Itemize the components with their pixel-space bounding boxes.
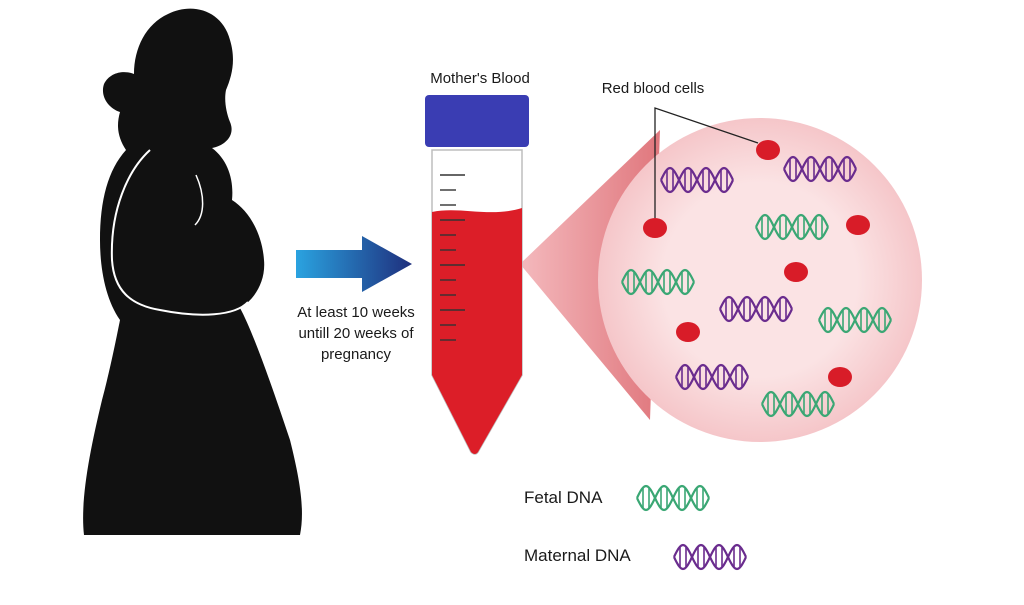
arrow-icon: [296, 236, 412, 292]
pregnant-woman-silhouette: [83, 8, 302, 535]
fetal-dna-icon: [621, 268, 695, 296]
dna-strands: [621, 155, 892, 571]
red-blood-cell: [846, 215, 870, 235]
blood-tube: [425, 95, 529, 455]
tube-label: Mother's Blood: [430, 70, 530, 87]
maternal-dna-icon: [783, 155, 857, 183]
red-blood-cells-label: Red blood cells: [601, 80, 705, 97]
maternal-dna-legend-label: Maternal DNA: [524, 546, 631, 565]
fetal-dna-legend-icon: [636, 484, 710, 512]
magnifier-circle: [598, 118, 922, 442]
timing-line-1: At least 10 weeks: [297, 304, 415, 321]
fetal-dna-legend-label: Fetal DNA: [524, 488, 603, 507]
timing-caption: At least 10 weeks untill 20 weeks of pre…: [276, 302, 436, 365]
red-blood-cell: [676, 322, 700, 342]
red-blood-cell: [756, 140, 780, 160]
maternal-dna-icon: [719, 295, 793, 323]
fetal-dna-icon: [755, 213, 829, 241]
blood-fill: [432, 208, 522, 454]
fetal-dna-icon: [761, 390, 835, 418]
red-cells-pointer: [654, 107, 759, 218]
tube-cap: [425, 95, 529, 147]
timing-line-2: untill 20 weeks of: [298, 325, 414, 342]
red-blood-cell: [643, 218, 667, 238]
timing-line-3: pregnancy: [320, 346, 392, 363]
red-blood-cell: [784, 262, 808, 282]
maternal-dna-icon: [660, 166, 734, 194]
red-blood-cell: [828, 367, 852, 387]
red-blood-cells: [643, 140, 870, 387]
maternal-dna-legend-icon: [673, 543, 747, 571]
maternal-dna-icon: [675, 363, 749, 391]
fetal-dna-icon: [818, 306, 892, 334]
